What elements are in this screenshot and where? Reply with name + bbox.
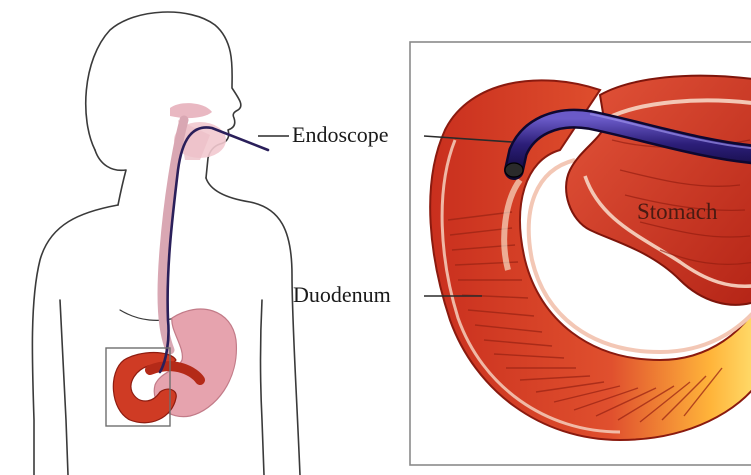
endoscope-label: Endoscope	[292, 124, 389, 146]
duodenum-label: Duodenum	[293, 284, 391, 306]
stomach-label: Stomach	[637, 200, 718, 223]
endoscope-tip	[505, 163, 523, 177]
